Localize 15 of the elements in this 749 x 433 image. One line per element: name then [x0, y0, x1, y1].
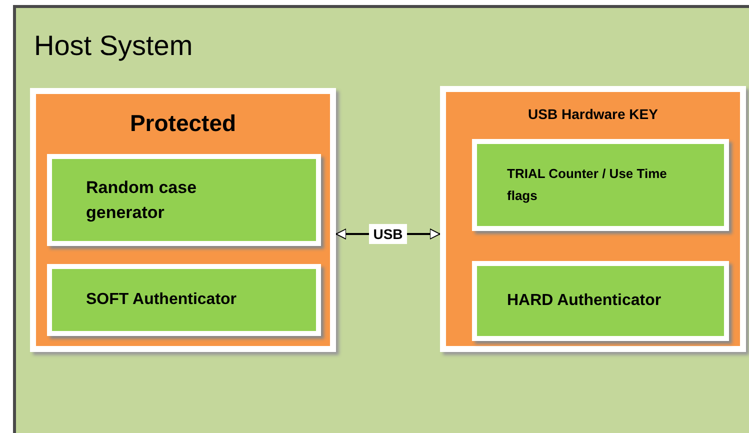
process-box — [47, 154, 321, 246]
panel-title: Protected — [128, 110, 238, 137]
box-label: HARD Authenticator — [507, 292, 662, 310]
process-box — [472, 261, 729, 341]
panel-title: Host System — [34, 30, 193, 62]
usb-key-panel — [440, 86, 746, 352]
process-box — [472, 139, 729, 231]
panel-title: USB Hardware KEY — [527, 106, 659, 122]
box-label: TRIAL Counter / Use Time flags — [507, 164, 668, 205]
host-system-panel — [13, 5, 749, 433]
protected-panel — [30, 88, 336, 352]
box-label: Random case generator — [86, 176, 198, 224]
box-label: SOFT Authenticator — [86, 291, 237, 309]
process-box — [47, 264, 321, 336]
edge-label: USB — [369, 224, 407, 244]
